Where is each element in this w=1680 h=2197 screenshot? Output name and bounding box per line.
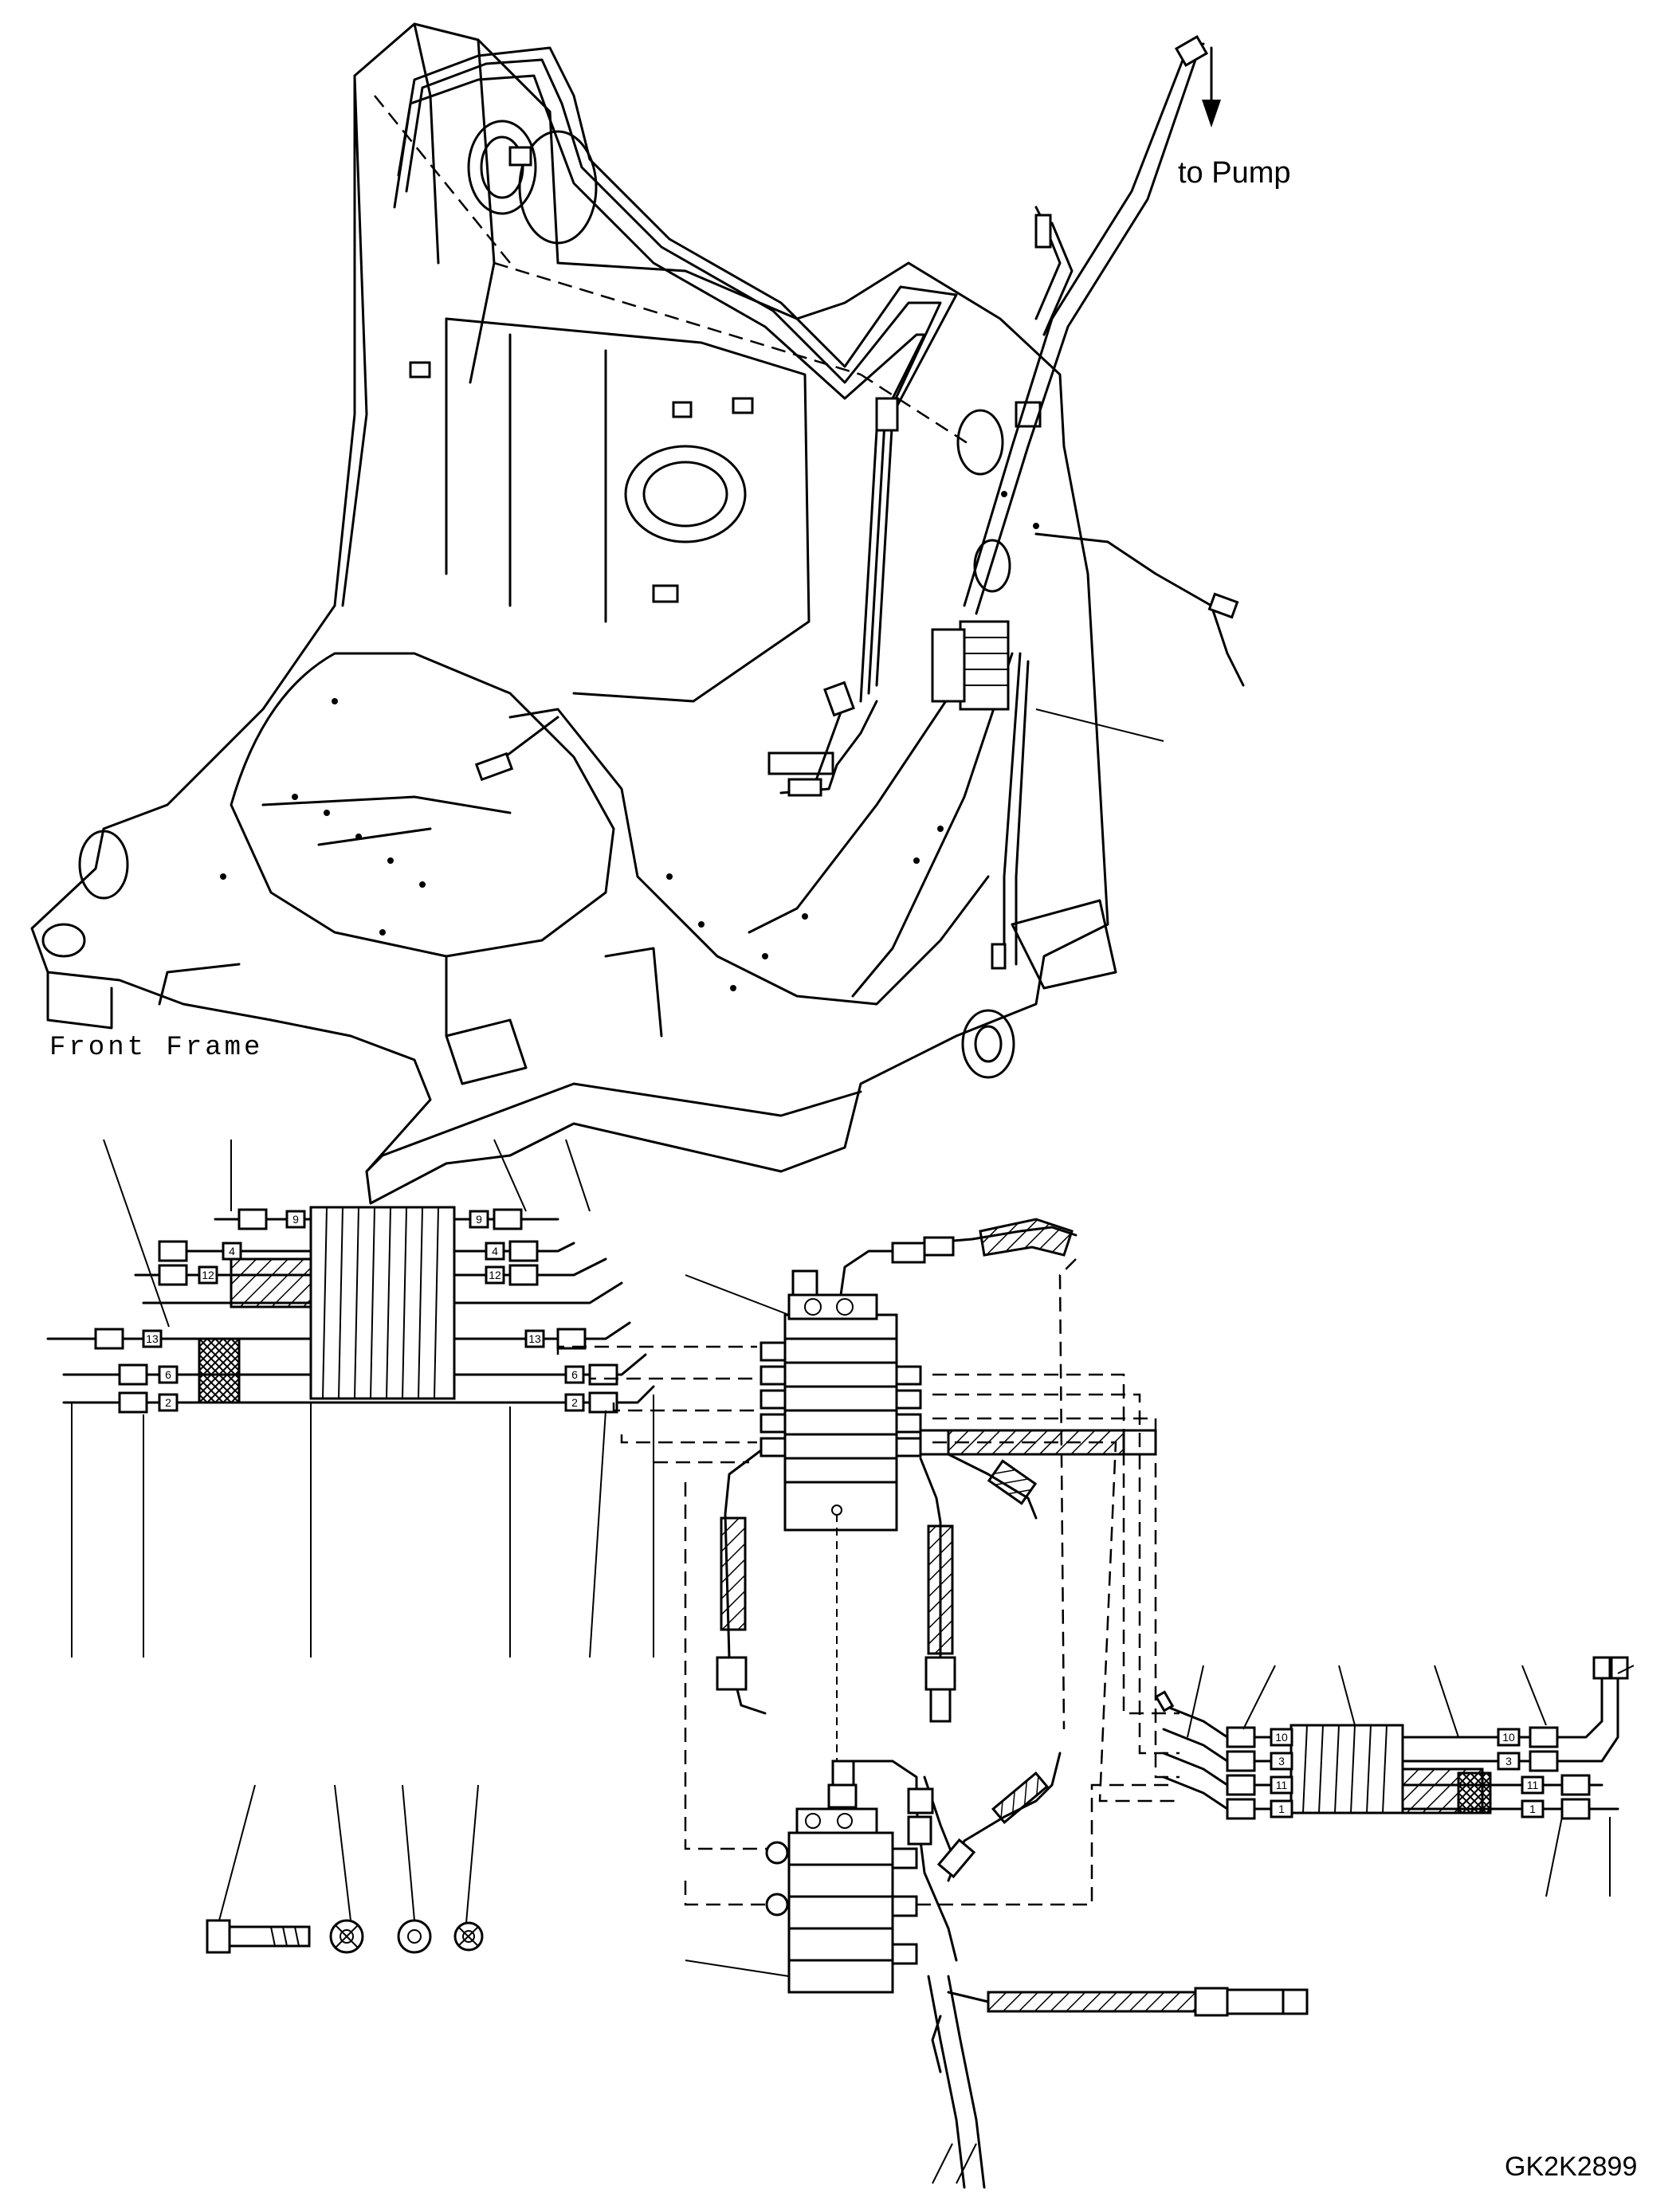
fastener-parts xyxy=(206,1784,484,1954)
hose-tag: 13 xyxy=(146,1332,159,1345)
hose-tag: 2 xyxy=(571,1396,578,1409)
left-hose-bundle xyxy=(46,1139,655,1658)
hose-tag: 1 xyxy=(1529,1803,1536,1815)
hose-tag: 11 xyxy=(1526,1779,1539,1791)
hose-tag: 2 xyxy=(165,1396,171,1409)
hose-tag-list-right xyxy=(1270,1728,1545,1818)
hose-tag: 1 xyxy=(1278,1803,1285,1815)
arrow-down-icon xyxy=(1202,46,1221,128)
hose-tag: 10 xyxy=(1275,1731,1288,1744)
frame-grease-lines xyxy=(393,35,1245,1006)
hose-tag: 9 xyxy=(292,1213,299,1226)
drawing-id: GK2K2899 xyxy=(1505,2152,1638,2182)
hose-tag: 11 xyxy=(1275,1779,1288,1791)
to-pump-label: to Pump xyxy=(1178,156,1291,190)
hose-tag: 10 xyxy=(1502,1731,1515,1744)
hose-tag: 9 xyxy=(476,1213,482,1226)
front-frame-label: Front Frame xyxy=(49,1033,264,1063)
lock-nut-icon xyxy=(453,1784,484,1952)
dashed-routing xyxy=(556,1258,1180,1906)
nut-icon xyxy=(329,1784,364,1954)
hose-tag: 3 xyxy=(1505,1755,1512,1767)
bolt-icon xyxy=(206,1784,311,1954)
upper-distribution-valve xyxy=(685,1218,1157,1723)
hose-tag-list-left xyxy=(142,1210,585,1412)
hose-tag: 13 xyxy=(528,1332,541,1345)
hose-tag: 6 xyxy=(165,1368,171,1381)
hose-tag: 3 xyxy=(1278,1755,1285,1767)
hose-tag: 4 xyxy=(229,1245,235,1257)
front-frame-assembly xyxy=(30,22,1117,1205)
hose-tag: 12 xyxy=(489,1269,501,1281)
washer-icon xyxy=(397,1784,432,1954)
hose-tag: 6 xyxy=(571,1368,578,1381)
right-hose-bundle xyxy=(1154,1656,1635,1897)
lower-distribution-valve xyxy=(685,1752,1309,2189)
hose-tag: 4 xyxy=(492,1245,498,1257)
hose-tag: 12 xyxy=(202,1269,214,1281)
